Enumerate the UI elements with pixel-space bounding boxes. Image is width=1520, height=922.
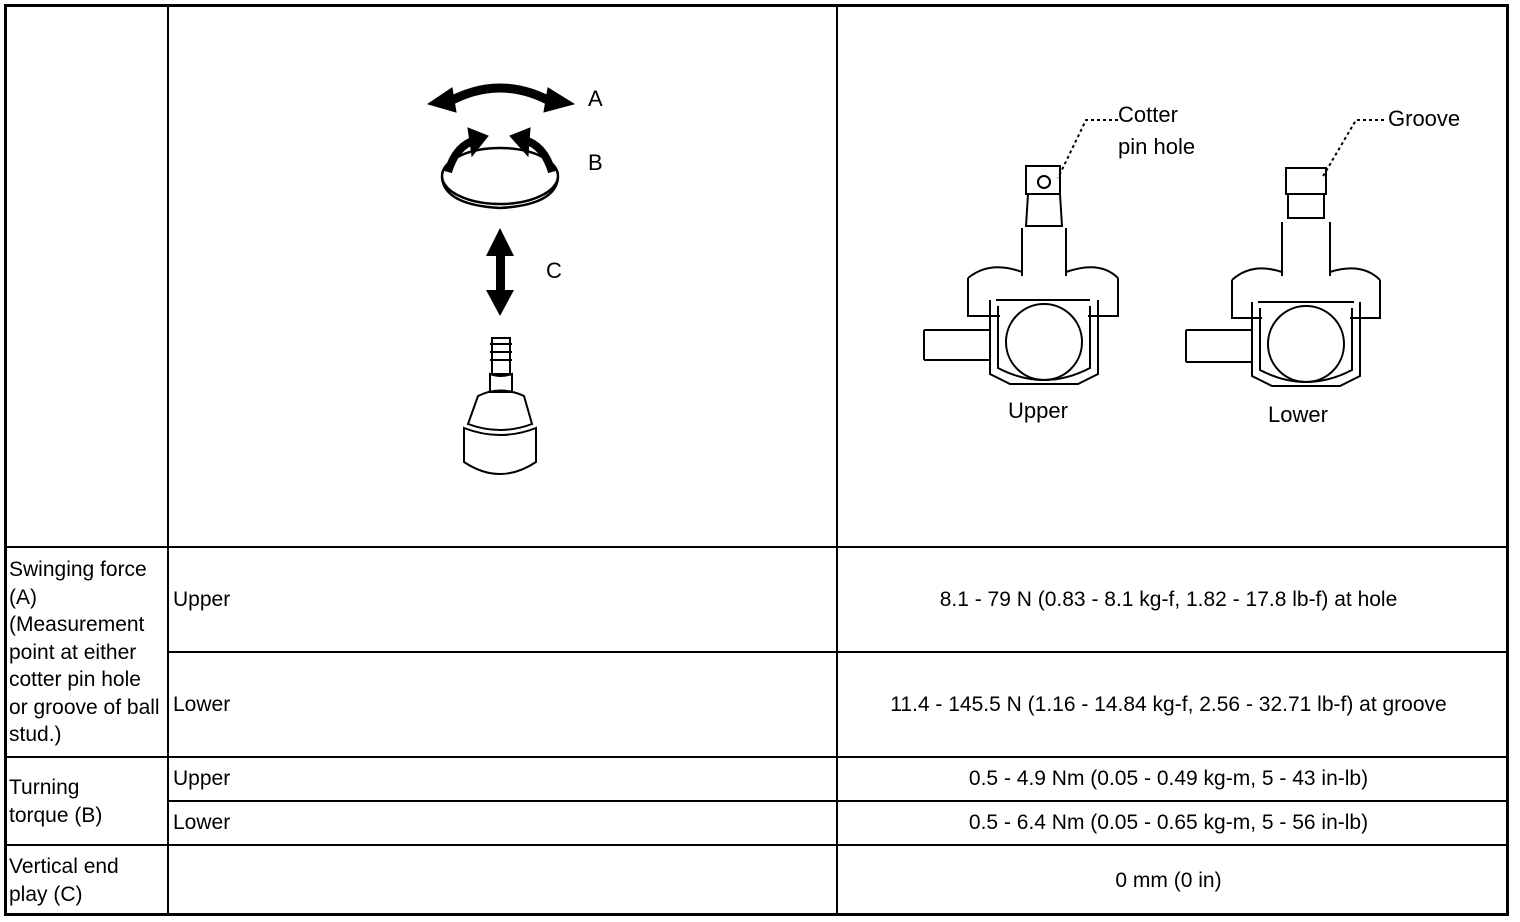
row-position-lower: Lower [173,811,231,834]
grid-line [7,756,1506,758]
label-c: C [546,258,562,283]
row-value: 0 mm (0 in) [1115,869,1222,892]
cotter-callout-line2: pin hole [1118,134,1195,159]
cotter-callout-line1: Cotter [1118,102,1178,127]
grid-line [7,844,1506,846]
groove-callout: Groove [1388,106,1460,131]
grid-line [167,7,169,913]
grid-line [7,546,1506,548]
row-position-upper: Upper [173,767,231,790]
row-value: 8.1 - 79 N (0.83 - 8.1 kg-f, 1.82 - 17.8… [939,588,1398,611]
grid-line [167,651,1506,653]
row-value: 0.5 - 6.4 Nm (0.05 - 0.65 kg-m, 5 - 56 i… [968,811,1369,834]
row-position-upper: Upper [173,588,231,611]
row-value: 11.4 - 145.5 N (1.16 - 14.84 kg-f, 2.56 … [890,693,1447,716]
grid-line [836,7,838,913]
spec-table [4,4,1509,916]
row-value: 0.5 - 4.9 Nm (0.05 - 0.49 kg-m, 5 - 43 i… [968,767,1369,790]
label-b: B [588,150,603,175]
lower-caption: Lower [1268,402,1328,427]
row-label-swinging-force: Swinging force (A) (Measurement point at… [9,558,160,746]
row-label-vertical-end-play: Vertical end play (C) [9,855,119,906]
grid-line [167,800,1506,802]
label-a: A [588,86,603,111]
row-label-turning-torque: Turning torque (B) [9,776,103,827]
row-position-lower: Lower [173,693,231,716]
upper-caption: Upper [1008,398,1068,423]
